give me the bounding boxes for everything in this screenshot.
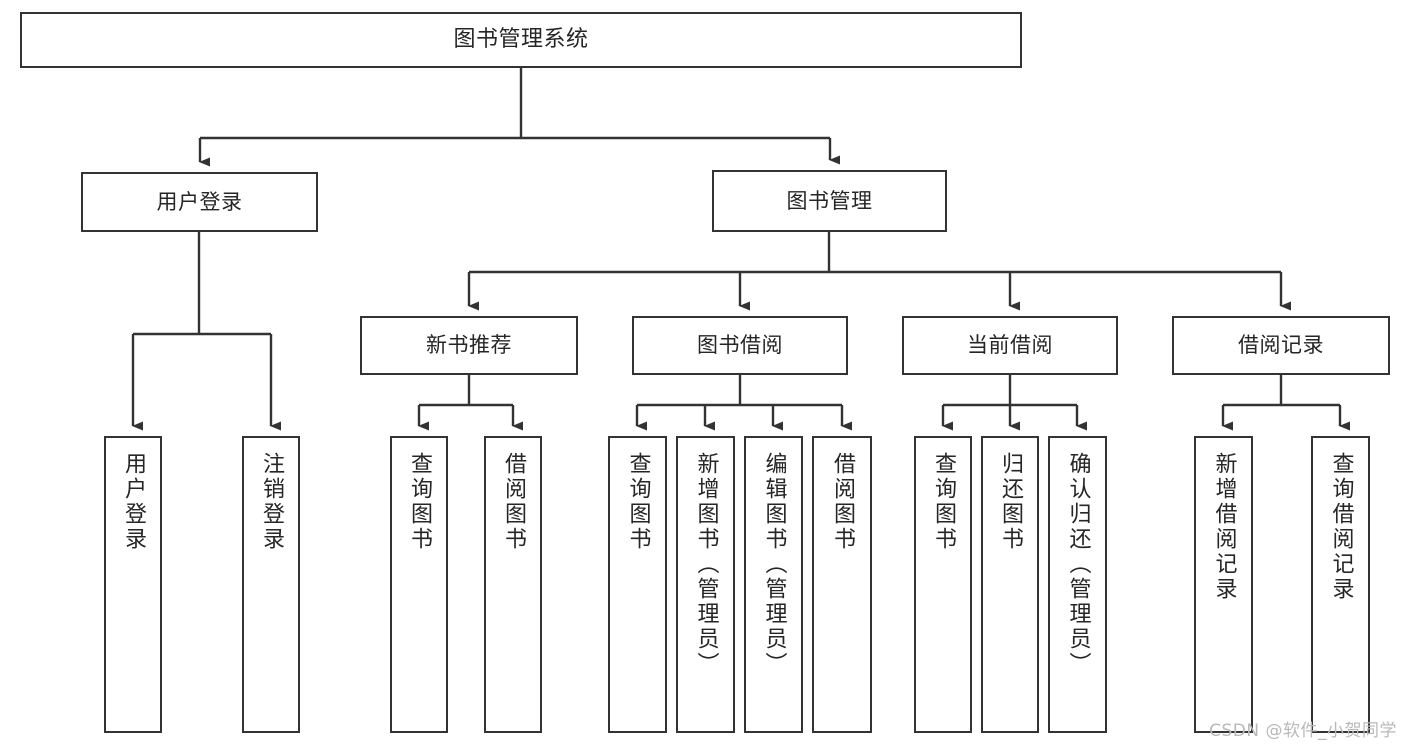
node-new-book-recommend-label: 新书推荐 <box>426 333 512 358</box>
leaf-add-book-admin[interactable]: 新增图书（管理员） <box>676 436 735 733</box>
leaf-query-book-current[interactable]: 查询图书 <box>914 436 972 733</box>
leaf-confirm-return-admin[interactable]: 确认归还（管理员） <box>1048 436 1107 733</box>
node-book-borrow[interactable]: 图书借阅 <box>632 316 848 375</box>
leaf-query-borrow-record[interactable]: 查询借阅记录 <box>1311 436 1370 733</box>
node-book-management[interactable]: 图书管理 <box>712 170 947 232</box>
leaf-edit-book-admin-label: 编辑图书（管理员） <box>761 452 787 677</box>
node-book-management-label: 图书管理 <box>786 188 873 213</box>
node-book-borrow-label: 图书借阅 <box>697 333 783 358</box>
leaf-add-book-admin-label: 新增图书（管理员） <box>693 452 719 677</box>
node-borrow-records-label: 借阅记录 <box>1238 333 1324 358</box>
leaf-borrow-book-label: 借阅图书 <box>830 452 855 552</box>
leaf-query-book-borrow[interactable]: 查询图书 <box>608 436 667 733</box>
leaf-query-borrow-record-label: 查询借阅记录 <box>1328 452 1354 602</box>
leaf-confirm-return-admin-label: 确认归还（管理员） <box>1065 452 1091 677</box>
leaf-edit-book-admin[interactable]: 编辑图书（管理员） <box>744 436 803 733</box>
watermark-text: CSDN @软件_小贺同学 <box>1209 721 1397 741</box>
leaf-add-borrow-record[interactable]: 新增借阅记录 <box>1194 436 1253 733</box>
leaf-query-book-recommend[interactable]: 查询图书 <box>390 436 448 733</box>
leaf-borrow-book-recommend-label: 借阅图书 <box>501 452 526 552</box>
node-user-login[interactable]: 用户登录 <box>81 172 318 232</box>
leaf-return-book[interactable]: 归还图书 <box>981 436 1039 733</box>
leaf-query-book-borrow-label: 查询图书 <box>625 452 651 552</box>
node-current-borrow-label: 当前借阅 <box>967 333 1053 358</box>
leaf-user-login[interactable]: 用户登录 <box>104 436 162 733</box>
node-root-label: 图书管理系统 <box>453 26 589 52</box>
leaf-user-login-label: 用户登录 <box>121 452 146 552</box>
leaf-return-book-label: 归还图书 <box>998 452 1023 552</box>
leaf-logout[interactable]: 注销登录 <box>242 436 300 733</box>
node-root[interactable]: 图书管理系统 <box>20 12 1022 68</box>
node-new-book-recommend[interactable]: 新书推荐 <box>360 316 578 375</box>
leaf-borrow-book[interactable]: 借阅图书 <box>812 436 872 733</box>
node-user-login-label: 用户登录 <box>156 189 243 214</box>
leaf-borrow-book-recommend[interactable]: 借阅图书 <box>484 436 542 733</box>
leaf-logout-label: 注销登录 <box>259 452 284 552</box>
node-borrow-records[interactable]: 借阅记录 <box>1172 316 1390 375</box>
node-current-borrow[interactable]: 当前借阅 <box>902 316 1118 375</box>
leaf-query-book-recommend-label: 查询图书 <box>407 452 432 552</box>
leaf-query-book-current-label: 查询图书 <box>931 452 956 552</box>
leaf-add-borrow-record-label: 新增借阅记录 <box>1211 452 1237 602</box>
